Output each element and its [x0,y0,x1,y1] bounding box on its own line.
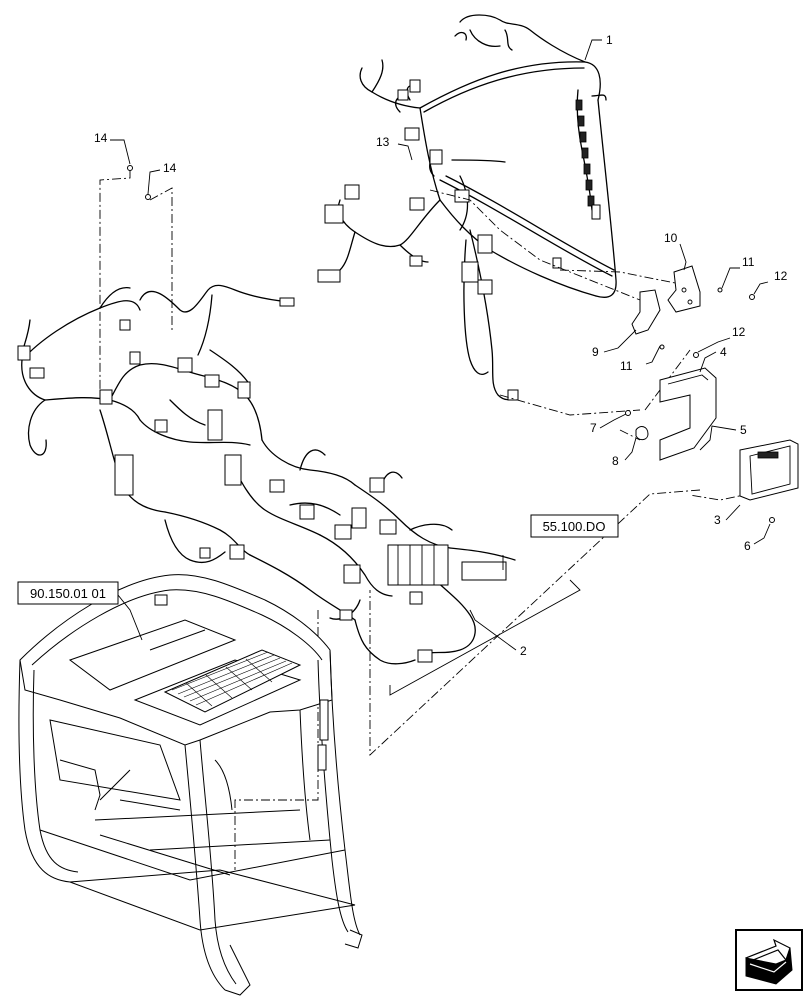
callout-9: 9 [592,345,599,359]
callout-8: 8 [612,454,619,468]
reference-lines [99,170,769,870]
callout-3: 3 [714,513,721,527]
ref-cab-box [17,581,119,605]
callout-4: 4 [720,345,727,359]
cab-frame [18,574,363,996]
module-parts [127,165,799,523]
callout-12b: 12 [732,325,746,339]
next-page-arrow-icon[interactable] [735,929,803,991]
callout-7: 7 [590,421,597,435]
plate-10 [667,265,701,313]
bracket-9 [631,289,661,335]
callout-14a: 14 [94,131,108,145]
ref-harness-box [530,514,619,538]
callout-11a: 11 [742,255,755,269]
main-harness [17,284,516,665]
callout-12a: 12 [774,269,788,283]
upper-harness [317,14,617,401]
callout-2: 2 [520,644,527,658]
callout-10: 10 [664,231,678,245]
callout-1: 1 [606,33,613,47]
callout-14b: 14 [163,161,177,175]
controller-3 [739,439,799,501]
callout-11b: 11 [620,359,633,373]
leader-lines [110,39,771,696]
ref-cab-label: 90.150.01 01 [30,586,106,601]
bracket-4 [659,367,717,461]
callout-13: 13 [376,135,390,149]
roof-grille [163,649,302,713]
ref-harness-label: 55.100.DO [543,519,606,534]
callout-5: 5 [740,423,747,437]
clip-8 [635,426,649,441]
callout-6: 6 [744,539,751,553]
